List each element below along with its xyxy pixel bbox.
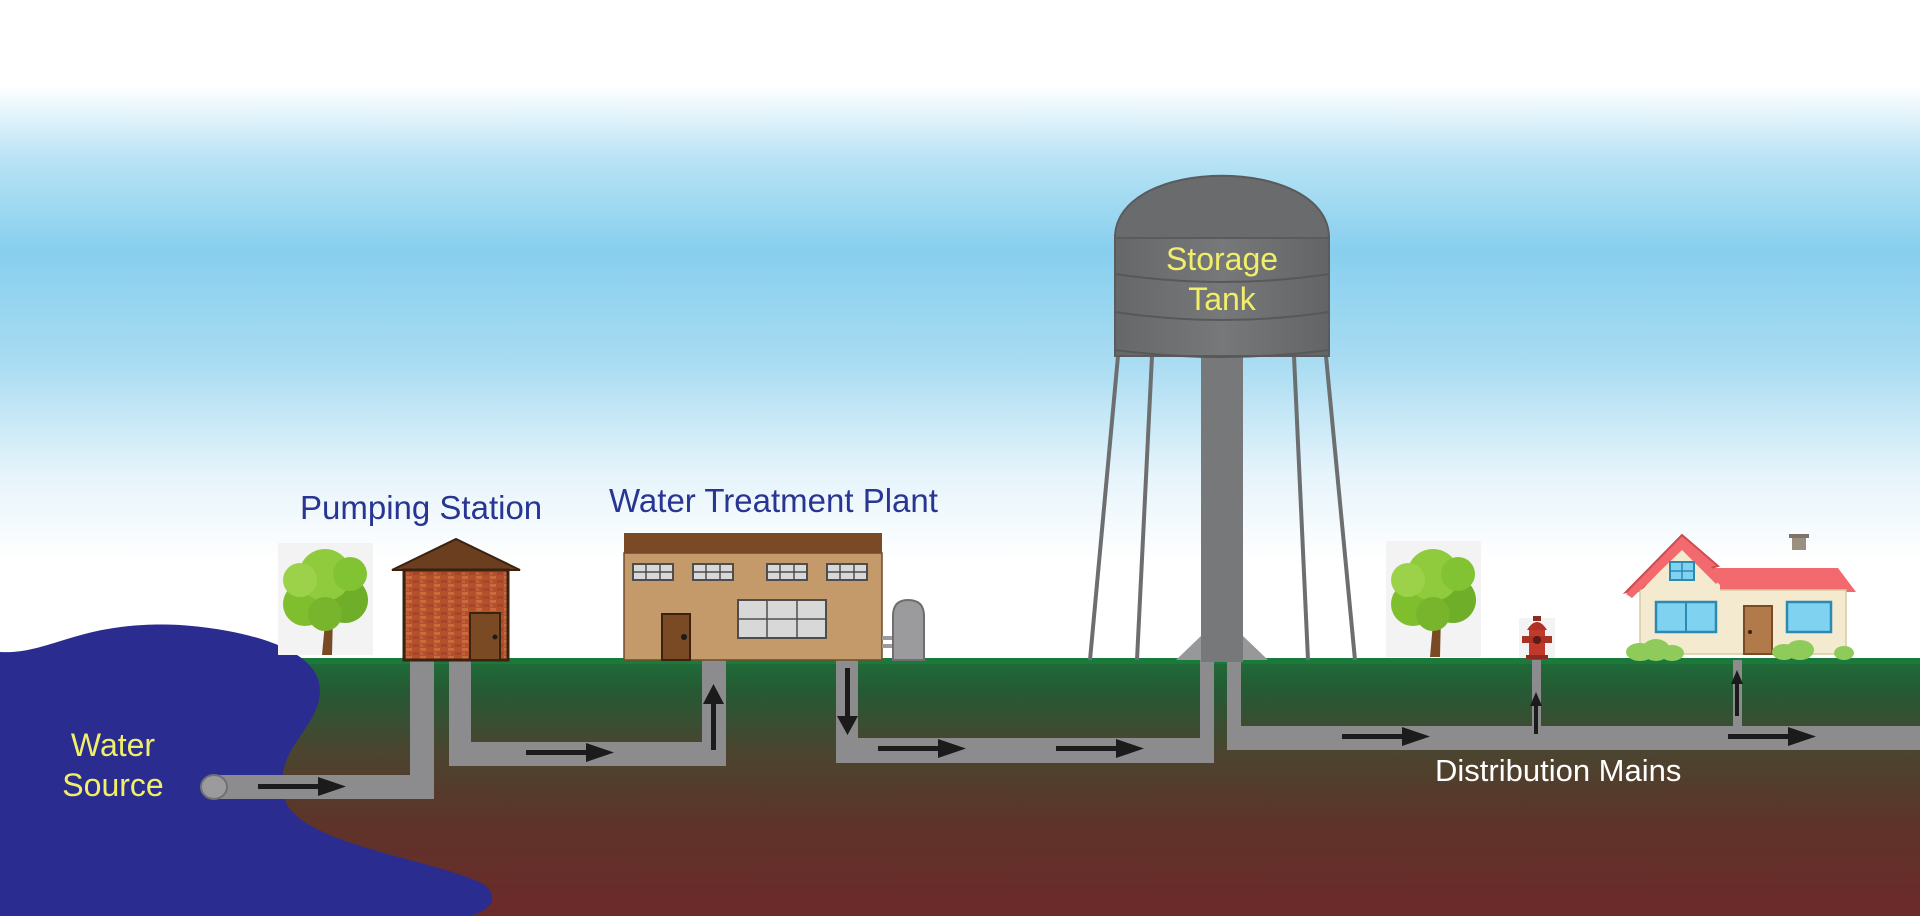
house-window [1785,600,1833,634]
water-source-label-line2: Source [62,767,164,803]
arrow-up-icon [1530,692,1542,734]
arrow-right-icon [1056,739,1144,758]
arrow-up-icon [1731,670,1743,716]
pipe-intake-mouth [200,774,228,800]
house-door [1743,605,1773,655]
arrow-right-icon [526,743,614,762]
water-source-label-line1: Water [70,727,156,763]
distribution-mains-label: Distribution Mains [1435,753,1682,788]
storage-tank-label-line1: Storage [1165,241,1279,277]
pumping-station-building [391,537,521,662]
pipe-pump-down [449,660,471,766]
pumping-station-label: Pumping Station [300,489,543,526]
arrow-right-icon [1342,727,1430,746]
pipe-intake-riser [410,660,434,799]
pipe-tank-riser [1200,660,1214,763]
house-icon [1622,533,1856,661]
arrow-down-icon [837,668,858,735]
plant-tank-icon [892,598,925,661]
arrow-right-icon [258,777,346,796]
tree-icon [278,543,373,655]
arrow-right-icon [878,739,966,758]
water-treatment-plant-building [623,533,925,661]
storage-tank-label: Storage Tank [1128,239,1316,319]
bushes [1626,639,1854,661]
arrow-right-icon [1728,727,1816,746]
water-tower [1088,174,1357,662]
tree-icon [1386,541,1481,657]
water-source-label: Water Source [30,725,196,805]
grass-strip [0,658,1920,664]
storage-tank-label-line2: Tank [1188,281,1256,317]
water-treatment-plant-label: Water Treatment Plant [609,482,938,519]
water-source-lake [0,624,493,916]
flow-arrows [258,668,1816,796]
pipe-distribution-main [1227,726,1920,750]
fire-hydrant-icon [1519,616,1555,659]
arrow-up-icon [703,684,724,750]
